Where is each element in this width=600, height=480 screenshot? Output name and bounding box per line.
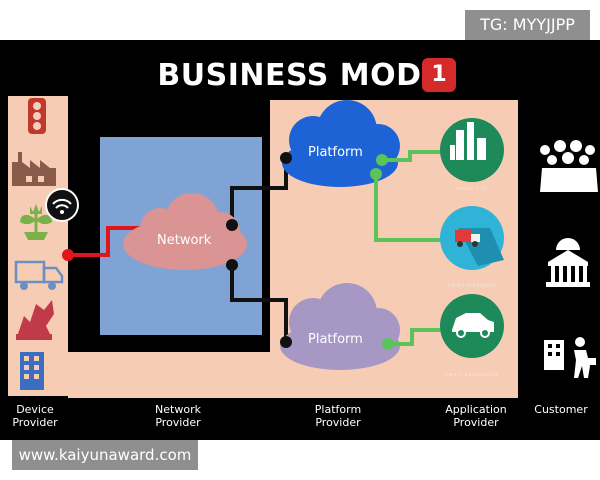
government-building-icon bbox=[546, 238, 590, 287]
title-badge: 1 bbox=[422, 58, 456, 92]
plant-icon bbox=[20, 204, 52, 240]
platform-top-cloud bbox=[282, 100, 400, 187]
network-top-link bbox=[230, 158, 288, 225]
business-person-icon bbox=[544, 337, 596, 378]
green-link-car bbox=[388, 328, 448, 346]
factory-icon bbox=[12, 152, 56, 186]
platform-top-node bbox=[280, 152, 292, 164]
platform-bottom-cloud bbox=[280, 283, 400, 370]
green-link-city bbox=[382, 150, 448, 162]
diagram-title: BUSINESS MODE bbox=[157, 58, 443, 93]
robot-arm-icon bbox=[16, 300, 54, 340]
network-cloud-label: Network bbox=[157, 233, 212, 248]
red-device-link bbox=[68, 226, 158, 257]
smart-city-icon bbox=[440, 118, 504, 182]
building-icon bbox=[20, 352, 44, 390]
platform-top-label: Platform bbox=[308, 145, 363, 160]
customer-label: Customer bbox=[534, 403, 588, 416]
bottom-strip-region bbox=[68, 352, 270, 398]
wifi-icon bbox=[45, 188, 79, 222]
green-link-transport bbox=[374, 174, 448, 242]
red-link-node bbox=[62, 249, 74, 261]
smart-transport-icon bbox=[440, 206, 504, 270]
watermark-bottom: www.kaiyunaward.com bbox=[12, 440, 198, 470]
watermark-top: TG: MYYJJPP bbox=[465, 10, 590, 40]
network-cloud bbox=[123, 193, 247, 270]
platform-bottom-node bbox=[280, 336, 292, 348]
smart-automotive-caption: smart automotive bbox=[444, 372, 500, 378]
crowd-icon bbox=[540, 140, 598, 192]
network-node-bottom bbox=[226, 259, 238, 271]
traffic-light-icon bbox=[28, 98, 46, 134]
smart-car-icon bbox=[440, 294, 504, 358]
network-node-top bbox=[226, 219, 238, 231]
truck-icon bbox=[14, 260, 64, 290]
smart-transport-caption: smart transport bbox=[447, 283, 497, 289]
smart-city-caption: smart city bbox=[456, 186, 488, 192]
platform-bottom-label: Platform bbox=[308, 332, 363, 347]
device-region bbox=[8, 96, 68, 396]
network-bottom-link bbox=[230, 265, 288, 342]
